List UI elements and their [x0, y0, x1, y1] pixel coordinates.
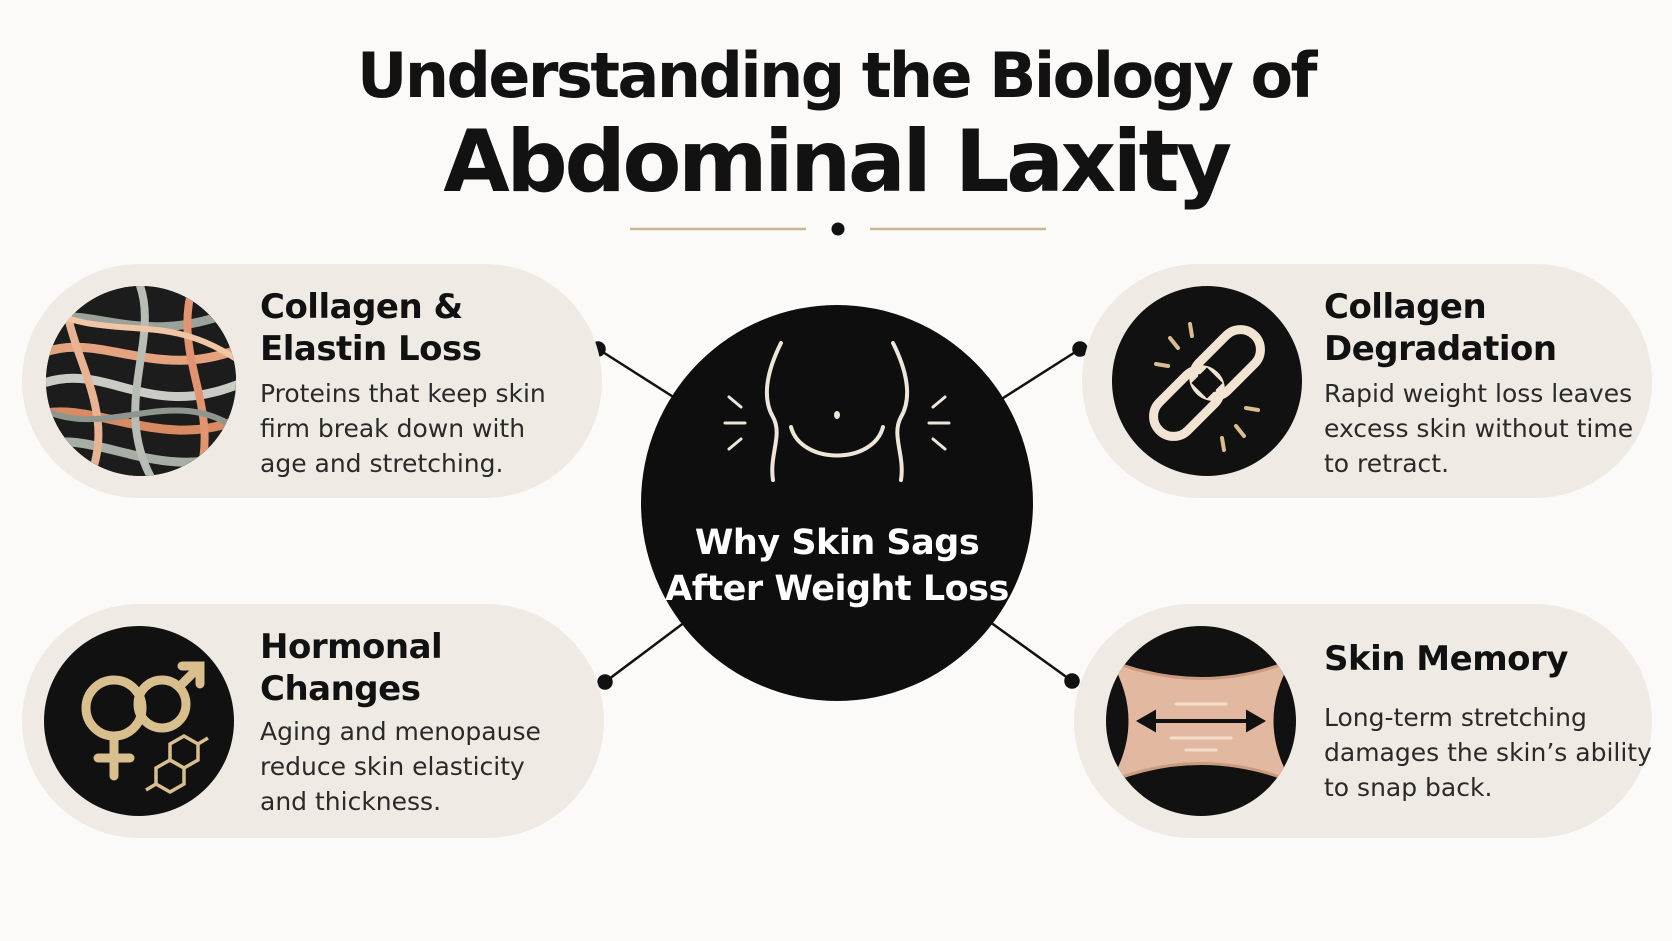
card-description: Aging and menopause reduce skin elastici…	[260, 717, 541, 816]
card-title: Collagen & Elastin Loss	[260, 287, 482, 369]
card-description: Long-term stretching damages the skin’s …	[1324, 703, 1652, 802]
card-title: Skin Memory	[1324, 639, 1568, 679]
card-collagen-degradation: Collagen Degradation Rapid weight loss l…	[1082, 264, 1652, 498]
card-description: Proteins that keep skin firm break down …	[260, 379, 546, 478]
card-collagen-elastin-loss: Collagen & Elastin Loss Proteins that ke…	[22, 264, 602, 498]
page-title-line2: Abdominal Laxity	[443, 112, 1232, 212]
title-divider	[630, 222, 1046, 236]
torso-icon	[723, 341, 951, 482]
center-circle: Why Skin Sags After Weight Loss	[641, 305, 1033, 701]
card-description: Rapid weight loss leaves excess skin wit…	[1324, 379, 1634, 478]
broken-chain-icon	[1112, 286, 1302, 476]
card-skin-memory: Skin Memory Long-term stretching damages…	[1074, 604, 1652, 838]
center-label: Why Skin Sags After Weight Loss	[665, 523, 1009, 609]
stretched-skin-icon	[1106, 626, 1296, 816]
card-title: Hormonal Changes	[260, 627, 443, 709]
card-hormonal-changes: Hormonal Changes Aging and menopause red…	[22, 604, 604, 838]
card-title: Collagen Degradation	[1324, 287, 1557, 369]
fiber-network-icon	[46, 286, 236, 476]
gender-symbols-icon	[44, 626, 234, 816]
page-title-line1: Understanding the Biology of	[356, 39, 1318, 112]
